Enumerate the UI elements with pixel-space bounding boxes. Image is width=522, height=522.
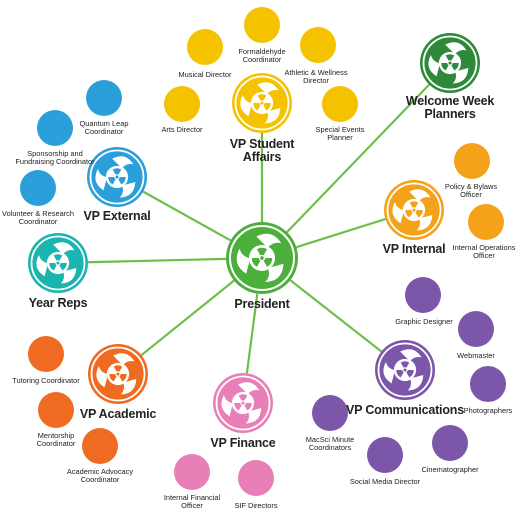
role-node-sponsorship [37,110,73,146]
connector-lines [87,83,430,374]
role-label-macsci-minute: MacSci Minute Coordinators [305,435,355,453]
role-label-volunteer-research: Volunteer & Research Coordinator [2,209,74,227]
president-label: President [234,297,290,311]
vp-label-welcome-week: Welcome Week Planners [405,94,495,122]
chart-nodes [20,7,506,496]
connector-external [142,190,232,242]
logo-icon [36,242,77,284]
vp-label-external: VP External [83,209,151,223]
role-node-social-media [367,437,403,473]
role-node-tutoring [28,336,64,372]
role-label-quantum-leap: Quantum Leap Coordinator [79,119,129,137]
role-node-special-events [322,86,358,122]
role-node-macsci-minute [312,395,348,431]
vp-node-student-affairs [232,73,292,133]
connector-internal [295,217,386,249]
role-node-athletic-wellness [300,27,336,63]
logo-icon [96,353,137,395]
role-label-mentorship: Mentorship Coordinator [36,431,76,449]
vp-label-finance: VP Finance [210,436,276,450]
logo-icon [95,156,136,198]
vp-node-finance [213,373,273,433]
role-label-special-events: Special Events Planner [315,125,365,143]
vp-node-year-reps [28,233,88,293]
role-label-sponsorship: Sponsorship and Fundraising Coordinator [15,149,95,167]
logo-icon [383,349,424,391]
vp-node-welcome-week [420,33,480,93]
role-node-internal-financial [174,454,210,490]
role-label-webmaster: Webmaster [457,351,495,360]
role-label-academic-advocacy: Academic Advocacy Coordinator [66,467,134,485]
role-node-cinematographer [432,425,468,461]
role-node-musical-director [187,29,223,65]
role-node-mentorship [38,392,74,428]
vp-label-communications: VP Communications [346,403,464,417]
role-node-sif-directors [238,460,274,496]
vp-node-academic [88,344,148,404]
role-label-sif-directors: SIF Directors [234,501,278,510]
vp-label-internal: VP Internal [382,242,446,256]
role-node-photographers [470,366,506,402]
role-node-webmaster [458,311,494,347]
role-label-internal-operations: Internal Operations Officer [452,243,516,261]
logo-icon [221,382,262,424]
role-label-social-media: Social Media Director [349,477,421,486]
role-node-quantum-leap [86,80,122,116]
logo-icon [240,82,281,124]
role-label-cinematographer: Cinematographer [421,465,479,474]
vp-label-academic: VP Academic [79,407,157,421]
connector-finance [245,293,259,374]
role-label-photographers: Photographers [463,406,513,415]
role-node-policy-bylaws [454,143,490,179]
connector-welcome-week [286,83,430,233]
role-node-graphic-designer [405,277,441,313]
vp-node-internal [384,180,444,240]
role-label-athletic-wellness: Athletic & Wellness Director [284,68,348,86]
connector-year-reps [87,257,227,264]
role-node-arts-director [164,86,200,122]
role-label-formaldehyde: Formaldehyde Coordinator [238,47,286,65]
vp-label-year-reps: Year Reps [28,296,88,310]
role-label-musical-director: Musical Director [178,70,232,79]
role-node-academic-advocacy [82,428,118,464]
connector-academic [140,279,235,357]
role-node-volunteer-research [20,170,56,206]
president-node [226,222,298,294]
logo-icon [428,42,469,84]
logo-icon [236,233,284,283]
role-label-policy-bylaws: Policy & Bylaws Officer [444,182,498,200]
vp-node-communications [375,340,435,400]
role-label-arts-director: Arts Director [161,125,203,134]
vp-node-external [87,147,147,207]
role-label-graphic-designer: Graphic Designer [395,317,453,326]
role-node-internal-operations [468,204,504,240]
logo-icon [392,189,433,231]
role-node-formaldehyde [244,7,280,43]
role-label-internal-financial: Internal Financial Officer [163,493,221,511]
vp-label-student-affairs: VP Student Affairs [229,137,295,165]
connector-communications [289,279,383,353]
role-label-tutoring: Tutoring Coordinator [12,376,80,385]
